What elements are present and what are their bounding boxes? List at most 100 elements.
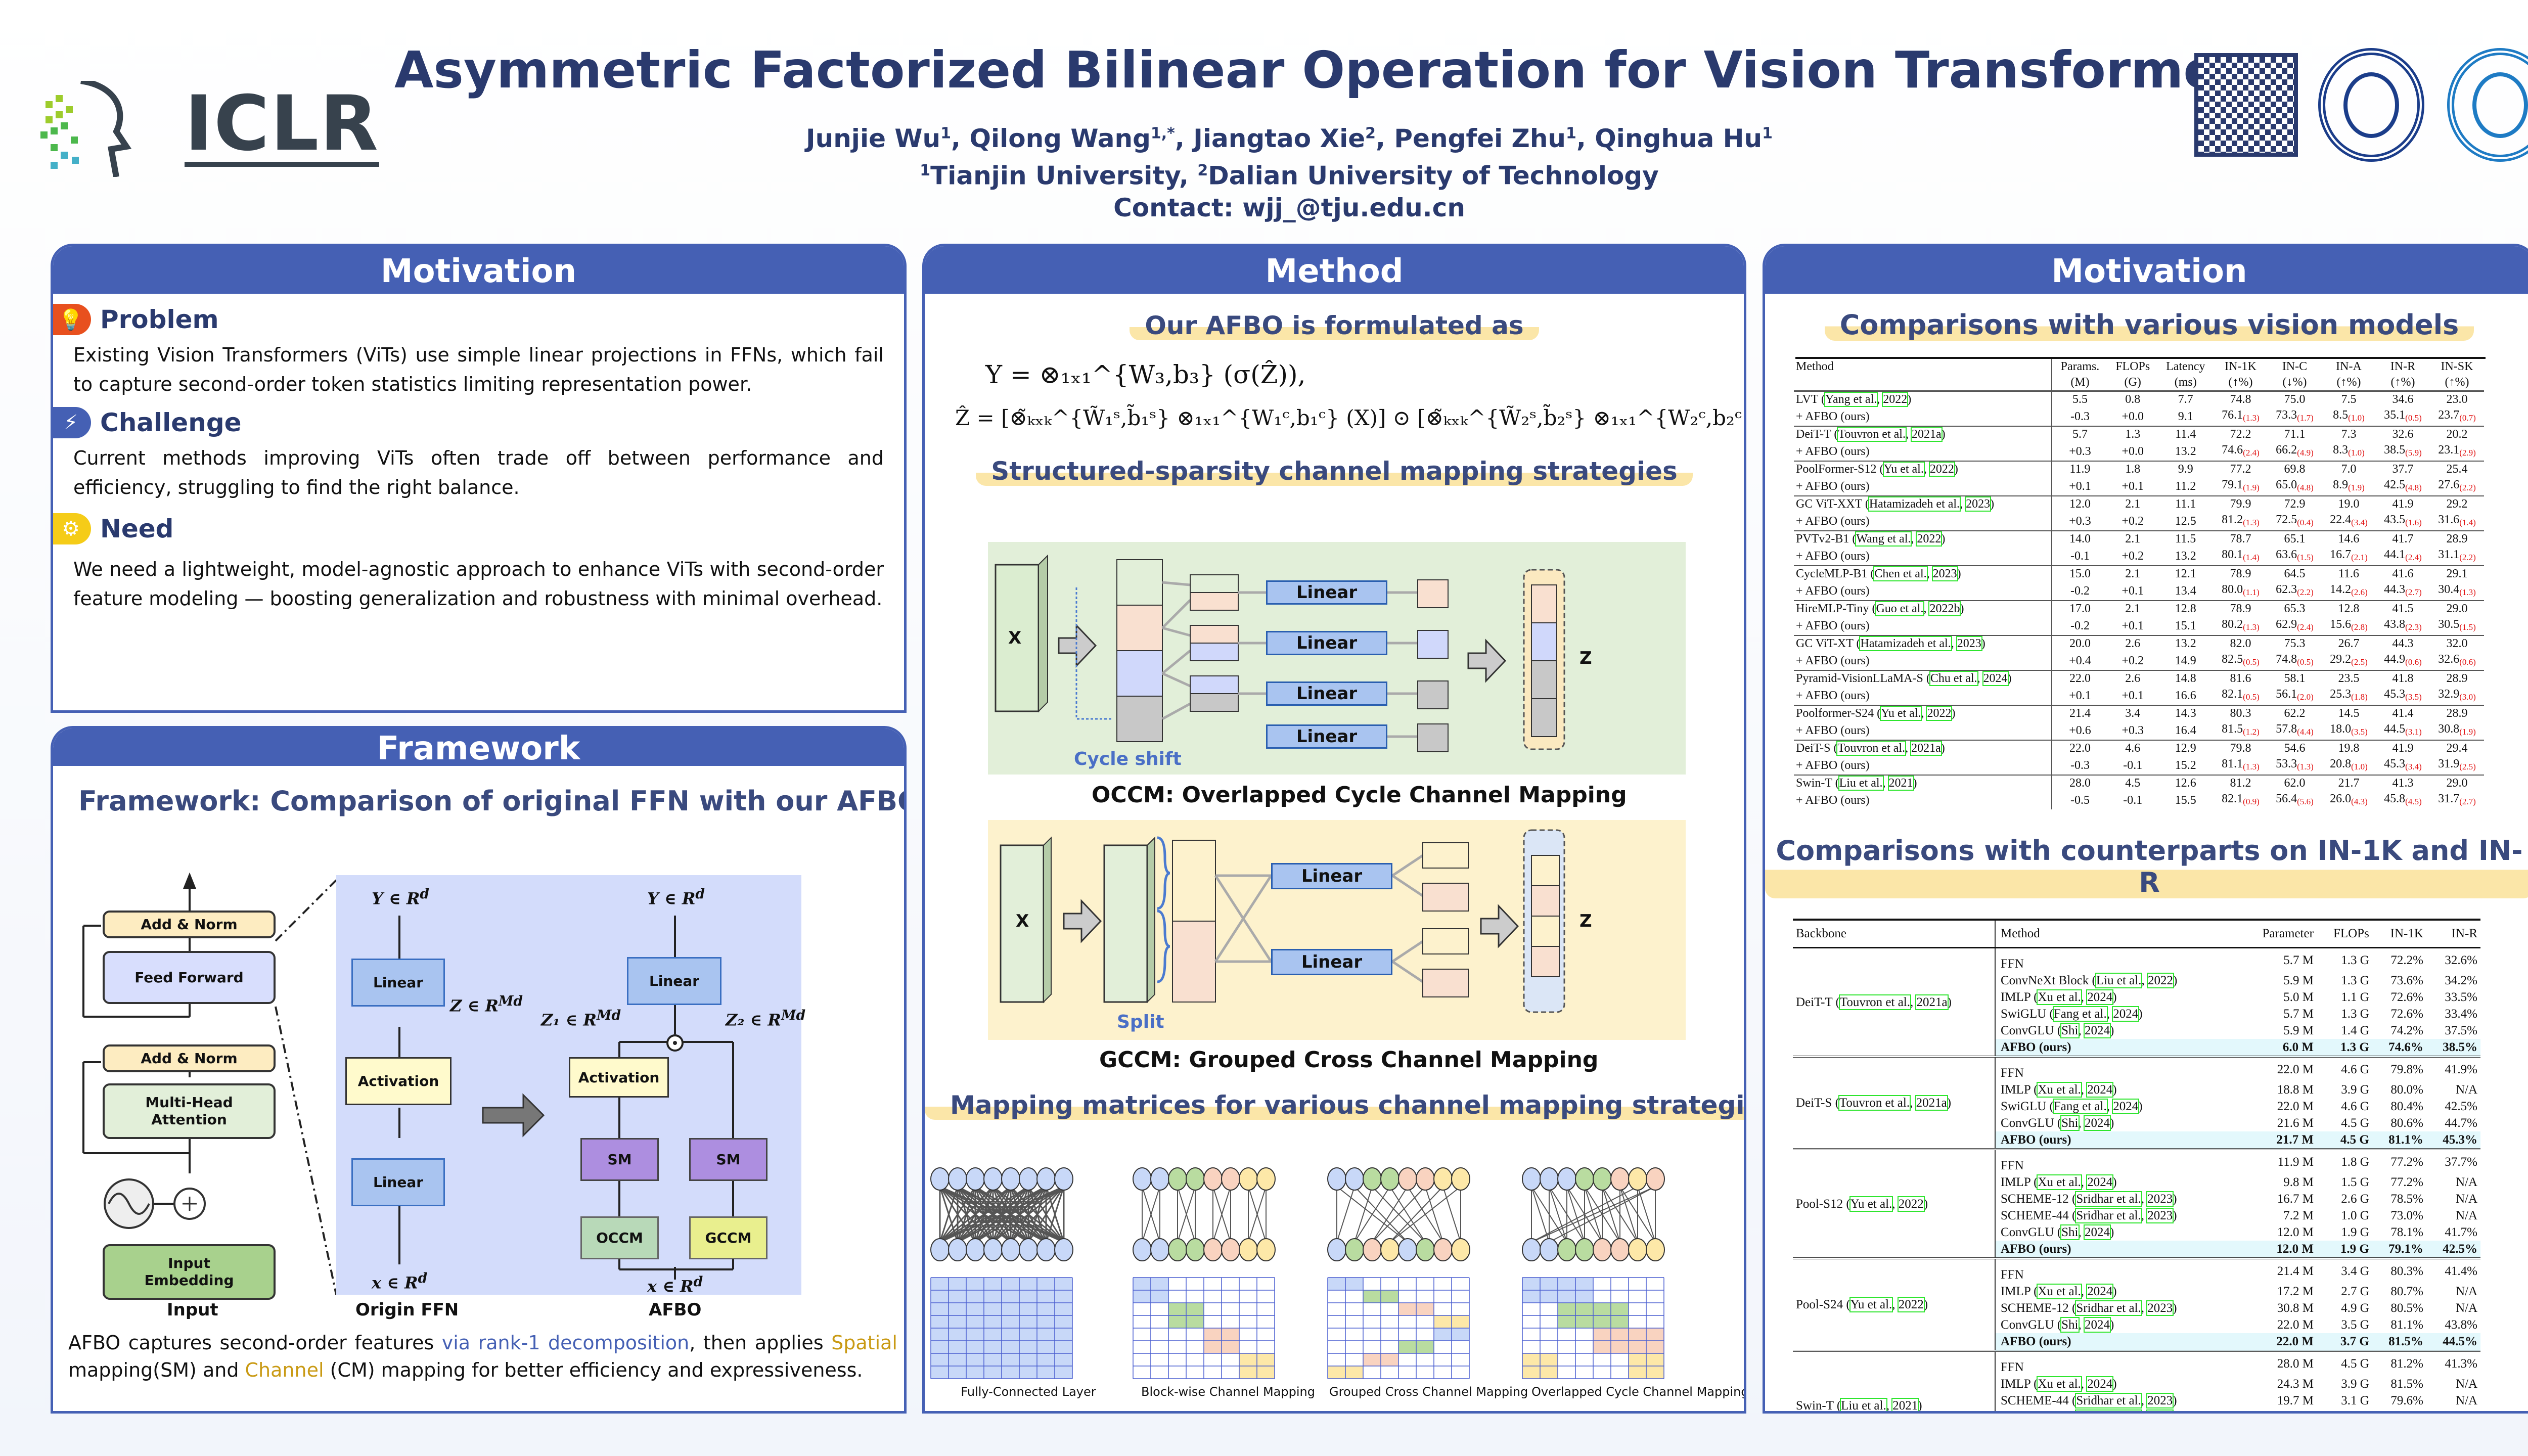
citation-link[interactable]: Chen et al. <box>1873 566 1928 581</box>
value-cell: 1.8 <box>2107 461 2158 477</box>
contact-email[interactable]: Contact: wjj_@tju.edu.cn <box>1113 193 1465 223</box>
citation-link[interactable]: Sridhar et al. <box>2075 1208 2142 1223</box>
delta-value: (0.9) <box>2243 797 2260 806</box>
citation-link[interactable]: Touvron et al. <box>1838 1095 1911 1111</box>
citation-link[interactable]: Xu et al. <box>2037 989 2082 1005</box>
citation-year-link[interactable]: 2022 <box>1928 462 1955 477</box>
citation-year-link[interactable]: 2024 <box>2086 1376 2114 1392</box>
citation-link[interactable]: Sridhar et al. <box>2075 1393 2142 1408</box>
citation-year-link[interactable]: 2021a <box>1910 741 1942 756</box>
value-cell: 27.6(2.2) <box>2438 478 2476 492</box>
citation-year-link[interactable]: 2024 <box>1982 671 2009 686</box>
afbo-z2-label: Z₂ ∈ RMd <box>726 1008 806 1030</box>
value-cell: 1.5 G <box>2341 1175 2369 1189</box>
citation-link[interactable]: Hatamizadeh et al. <box>1859 636 1952 651</box>
citation-year-link[interactable]: 2024 <box>2084 1224 2111 1240</box>
citation-year-link[interactable]: 2022 <box>1897 1297 1925 1312</box>
citation-year-link[interactable]: 2021a <box>1910 427 1943 442</box>
citation-link[interactable]: Yu et al. <box>1880 706 1922 721</box>
citation-year-link[interactable]: 2024 <box>2086 1284 2114 1299</box>
citation-link[interactable]: Xu et al. <box>2037 1082 2082 1098</box>
citation-link[interactable]: Touvron et al. <box>1838 994 1911 1010</box>
citation-year-link[interactable]: 2024 <box>2084 1023 2111 1038</box>
citation-year-link[interactable]: 2022 <box>1926 706 1953 721</box>
value-cell: +0.6 <box>2069 723 2091 737</box>
citation-year-link[interactable]: 2022b <box>1928 601 1961 616</box>
citation-link[interactable]: Liu et al. <box>1840 1397 1887 1413</box>
citation-year-link[interactable]: 2022 <box>1882 392 1909 407</box>
citation-link[interactable]: Xu et al. <box>2037 1376 2082 1392</box>
value-cell: 80.2(1.3) <box>2222 618 2260 632</box>
citation-link[interactable]: Shi <box>2060 1224 2080 1240</box>
citation-link[interactable]: Fang et al. <box>2052 1099 2108 1114</box>
citation-link[interactable]: Yang et al. <box>1824 392 1878 407</box>
citation-link[interactable]: Yu et al. <box>1849 1297 1893 1312</box>
citation-year-link[interactable]: 2023 <box>2146 1191 2174 1207</box>
citation-year-link[interactable]: 2024 <box>2084 1115 2111 1131</box>
citation-link[interactable]: Shi <box>2060 1023 2080 1038</box>
value-cell: 41.9 <box>2375 495 2430 512</box>
citation-year-link[interactable]: 2024 <box>2086 989 2114 1005</box>
citation-link[interactable]: Fang et al. <box>2052 1006 2108 1022</box>
citation-link[interactable]: Chu et al. <box>1929 671 1978 686</box>
value-cell: +0.1 <box>2121 584 2144 598</box>
value-cell: 12.9 <box>2157 740 2214 756</box>
citation-link[interactable]: Xu et al. <box>2037 1174 2082 1190</box>
citation-year-link[interactable]: 2023 <box>2146 1409 2174 1411</box>
citation-link[interactable]: Wang et al. <box>1855 531 1912 547</box>
citation-year-link[interactable]: 2021 <box>1887 776 1914 791</box>
citation-year-link[interactable]: 2022 <box>1916 531 1943 547</box>
value-cell: 81.7% <box>2372 1409 2426 1411</box>
citation-link[interactable]: Sridhar et al. <box>2075 1300 2142 1316</box>
column-header: Method <box>1995 921 2241 948</box>
value-cell: 4.9 G <box>2341 1301 2369 1315</box>
citation-year-link[interactable]: 2021a <box>1915 1095 1948 1111</box>
citation-year-link[interactable]: 2024 <box>2086 1174 2114 1190</box>
citation-year-link[interactable]: 2022 <box>2146 973 2174 988</box>
input-neuron <box>1363 1167 1382 1191</box>
value-cell: 14.9 <box>2175 654 2196 667</box>
citation-link[interactable]: Shi <box>2060 1317 2080 1333</box>
citation-year-link[interactable]: 2023 <box>1931 566 1958 581</box>
citation-year-link[interactable]: 2023 <box>1956 636 1982 651</box>
qr-code-icon[interactable] <box>2194 53 2298 157</box>
citation-year-link[interactable]: 2023 <box>2146 1208 2174 1223</box>
citation-year-link[interactable]: 2021a <box>1915 994 1949 1010</box>
citation-link[interactable]: Liu et al. <box>1838 776 1884 791</box>
value-cell: 9.1 <box>2178 410 2193 423</box>
citation-link[interactable]: Sridhar et al. <box>2075 1409 2142 1411</box>
value-cell: 72.9 <box>2267 495 2322 512</box>
citation-year-link[interactable]: 2023 <box>1965 496 1992 512</box>
value-cell: -0.5 <box>2070 793 2090 807</box>
citation-link[interactable]: Yu et al. <box>1849 1196 1893 1212</box>
value-cell: N/A <box>2455 1209 2477 1222</box>
citation-year-link[interactable]: 2024 <box>2084 1317 2111 1333</box>
value-cell: 32.6 <box>2375 426 2430 442</box>
citation-year-link[interactable]: 2023 <box>2146 1393 2174 1408</box>
citation-link[interactable]: Sridhar et al. <box>2075 1191 2142 1207</box>
citation-year-link[interactable]: 2023 <box>2146 1300 2174 1316</box>
citation-link[interactable]: Hatamizadeh et al. <box>1868 496 1961 512</box>
citation-year-link[interactable]: 2021 <box>1891 1397 1919 1413</box>
citation-link[interactable]: Guo et al. <box>1875 601 1925 616</box>
citation-year-link[interactable]: 2024 <box>2086 1082 2114 1098</box>
value-cell: 28.0 M <box>2240 1350 2317 1376</box>
citation-link[interactable]: Touvron et al. <box>1837 427 1907 442</box>
citation-link[interactable]: Touvron et al. <box>1836 741 1907 756</box>
citation-link[interactable]: Yu et al. <box>1882 462 1925 477</box>
citation-year-link[interactable]: 2024 <box>2112 1006 2140 1022</box>
method-cell: + AFBO (ours) <box>1794 407 2052 426</box>
citation-link[interactable]: Shi <box>2060 1115 2080 1131</box>
author: Qilong Wang1,* <box>969 123 1175 153</box>
citation-link[interactable]: Xu et al. <box>2037 1284 2082 1299</box>
delta-value: (0.5) <box>2243 692 2260 702</box>
feed-forward-block: Feed Forward <box>103 951 276 1004</box>
citation-link[interactable]: Liu et al. <box>2095 973 2143 988</box>
citation-year-link[interactable]: 2022 <box>1897 1196 1925 1212</box>
value-cell: -0.2 <box>2070 584 2090 598</box>
citation-year-link[interactable]: 2024 <box>2112 1099 2140 1114</box>
